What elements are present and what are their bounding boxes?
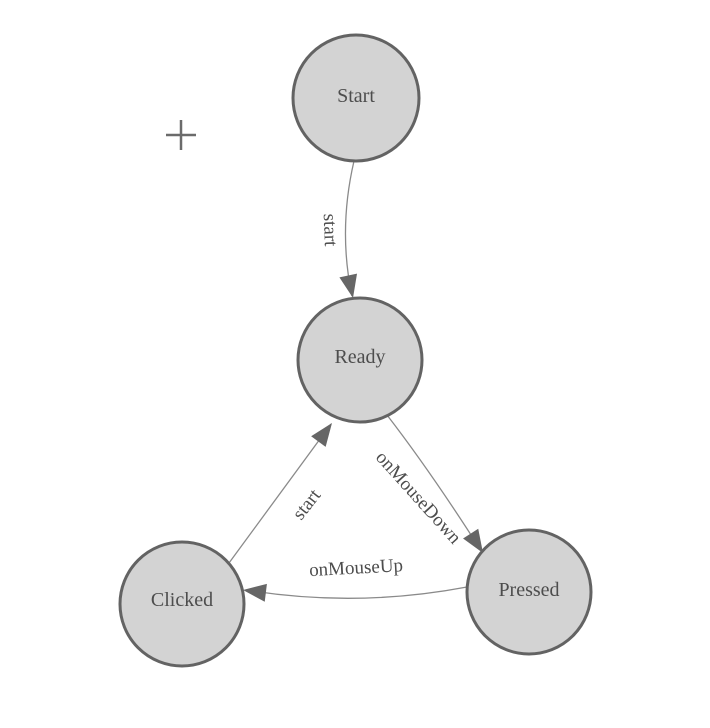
node-start[interactable]: Start	[291, 33, 421, 163]
arrowhead-icon	[311, 423, 332, 447]
state-label: Pressed	[498, 579, 559, 601]
arrowhead-icon	[463, 528, 483, 553]
state-circle[interactable]	[296, 296, 424, 424]
state-circle[interactable]	[118, 540, 246, 668]
edge-pressed-to-clicked[interactable]: onMouseUp	[242, 555, 468, 602]
state-label: Clicked	[151, 589, 213, 611]
edge-label-onmouseup: onMouseUp	[309, 555, 404, 581]
arrowhead-icon	[243, 583, 267, 602]
edge-label-start-1: start	[319, 213, 341, 247]
edge-label-onmousedown: onMouseDown	[371, 447, 465, 548]
state-circle[interactable]	[465, 528, 593, 656]
state-circle[interactable]	[291, 33, 421, 163]
edge-line[interactable]	[245, 586, 468, 599]
node-ready[interactable]: Ready	[296, 296, 424, 424]
edge-clicked-to-ready[interactable]: start	[228, 418, 339, 564]
edge-start-to-ready[interactable]: start	[319, 160, 362, 300]
edge-line[interactable]	[228, 423, 332, 564]
plus-icon[interactable]	[166, 120, 196, 150]
node-pressed[interactable]: Pressed	[465, 528, 593, 656]
edge-label-start-2: start	[289, 485, 326, 524]
state-label: Start	[337, 85, 375, 107]
state-label: Ready	[334, 346, 385, 368]
node-clicked[interactable]: Clicked	[118, 540, 246, 668]
arrowhead-icon	[339, 273, 358, 298]
edge-ready-to-pressed[interactable]: onMouseDown	[371, 414, 490, 558]
